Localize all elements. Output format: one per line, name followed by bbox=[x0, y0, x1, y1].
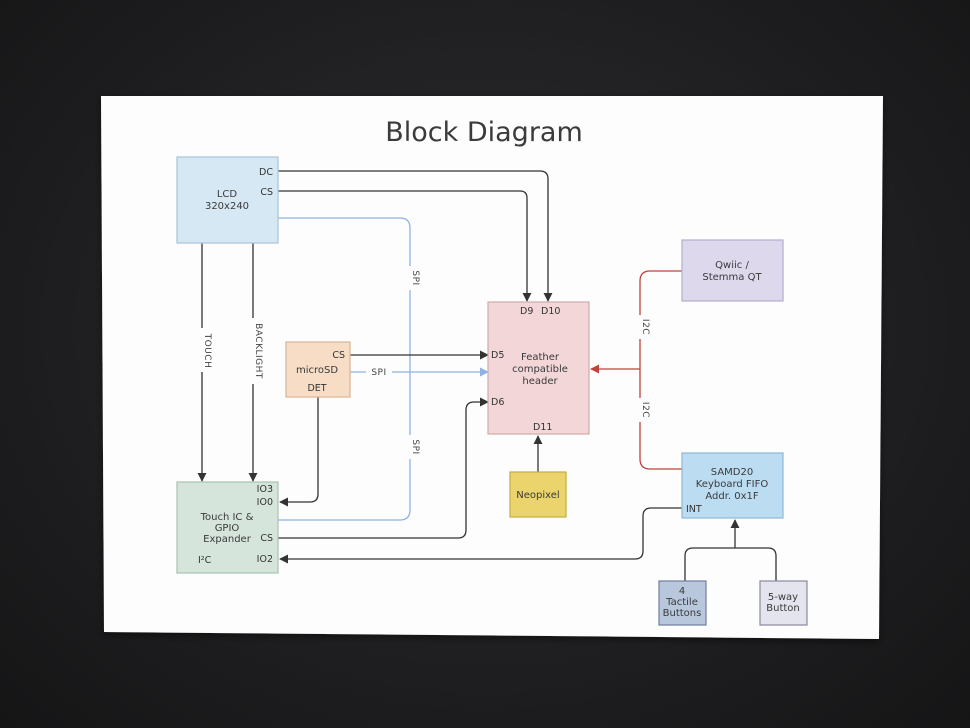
bus-label-i2c-bottom: I2C bbox=[640, 402, 650, 418]
bus-labels: TOUCH BACKLIGHT SPI SPI SPI I2C I2C bbox=[194, 266, 650, 459]
touch-port-io2: IO2 bbox=[257, 554, 273, 565]
touch-label-2: GPIO bbox=[215, 523, 240, 534]
wire-dc-d10 bbox=[278, 170, 553, 302]
qwiic-label-1: Qwiic / bbox=[715, 260, 749, 271]
block-lcd: LCD 320x240 DC CS bbox=[176, 156, 279, 244]
bus-label-touch: TOUCH bbox=[202, 333, 212, 369]
lcd-port-cs: CS bbox=[260, 187, 273, 198]
neopixel-label: Neopixel bbox=[516, 490, 559, 501]
bus-label-i2c-top: I2C bbox=[640, 319, 650, 335]
microsd-port-det: DET bbox=[307, 383, 326, 394]
wire-cs-d9 bbox=[278, 190, 532, 302]
touch-port-io3: IO3 bbox=[257, 484, 273, 495]
samd20-label-3: Addr. 0x1F bbox=[705, 491, 759, 502]
touch-port-i2c: I²C bbox=[198, 555, 212, 566]
tactile-label-2: Tactile bbox=[665, 597, 698, 608]
lcd-label-2: 320x240 bbox=[205, 201, 249, 212]
qwiic-label-2: Stemma QT bbox=[702, 272, 762, 283]
block-samd20: SAMD20 Keyboard FIFO Addr. 0x1F INT bbox=[681, 452, 784, 519]
microsd-label: microSD bbox=[296, 365, 338, 376]
lcd-label-1: LCD bbox=[217, 189, 238, 200]
wire-i2c-qwiic bbox=[639, 270, 682, 369]
bus-label-backlight: BACKLIGHT bbox=[253, 323, 263, 379]
wire-int-io2 bbox=[279, 507, 682, 564]
block-qwiic: Qwiic / Stemma QT bbox=[681, 239, 784, 302]
block-fiveway-button: 5-way Button bbox=[759, 580, 808, 626]
feather-port-d9: D9 bbox=[520, 306, 533, 317]
feather-label-3: header bbox=[522, 376, 558, 387]
wire-touch-cs-d6 bbox=[278, 397, 489, 539]
wire-tactile-samd20 bbox=[684, 547, 735, 581]
bus-label-spi-mid: SPI bbox=[371, 368, 386, 378]
feather-port-d11: D11 bbox=[533, 422, 552, 433]
feather-label-1: Feather bbox=[521, 352, 560, 363]
samd20-label-2: Keyboard FIFO bbox=[696, 479, 769, 490]
wire-spi-lcd bbox=[278, 217, 411, 521]
wire-i2c-samd20 bbox=[639, 369, 682, 470]
touch-port-cs: CS bbox=[260, 533, 273, 544]
wire-det-io0 bbox=[279, 397, 319, 507]
tactile-label-3: Buttons bbox=[663, 608, 702, 619]
touch-port-io0: IO0 bbox=[257, 497, 273, 508]
bus-label-spi-top: SPI bbox=[410, 270, 420, 285]
feather-port-d5: D5 bbox=[491, 350, 504, 361]
feather-port-d6: D6 bbox=[491, 397, 504, 408]
wire-fiveway-samd20 bbox=[735, 547, 777, 581]
block-feather: D9 D10 D5 D6 D11 Feather compatible head… bbox=[487, 301, 590, 435]
touch-label-3: Expander bbox=[203, 534, 252, 545]
tactile-label-1: 4 bbox=[679, 586, 685, 597]
microsd-port-cs: CS bbox=[332, 350, 345, 361]
samd20-port-int: INT bbox=[686, 504, 702, 515]
feather-port-d10: D10 bbox=[541, 306, 560, 317]
samd20-label-1: SAMD20 bbox=[711, 467, 753, 478]
diagram-title: Block Diagram bbox=[385, 117, 583, 148]
block-neopixel: Neopixel bbox=[509, 471, 567, 518]
feather-label-2: compatible bbox=[512, 364, 568, 375]
lcd-port-dc: DC bbox=[259, 167, 273, 178]
touch-label-1: Touch IC & bbox=[200, 512, 254, 523]
fiveway-label-1: 5-way bbox=[768, 592, 798, 603]
block-touch-expander: IO3 IO0 Touch IC & GPIO Expander CS IO2 … bbox=[176, 481, 279, 574]
wires bbox=[197, 170, 777, 581]
bus-label-spi-bottom: SPI bbox=[410, 439, 420, 454]
fiveway-label-2: Button bbox=[766, 603, 800, 614]
block-tactile-buttons: 4 Tactile Buttons bbox=[658, 580, 707, 626]
block-microsd: CS microSD DET bbox=[285, 341, 351, 398]
